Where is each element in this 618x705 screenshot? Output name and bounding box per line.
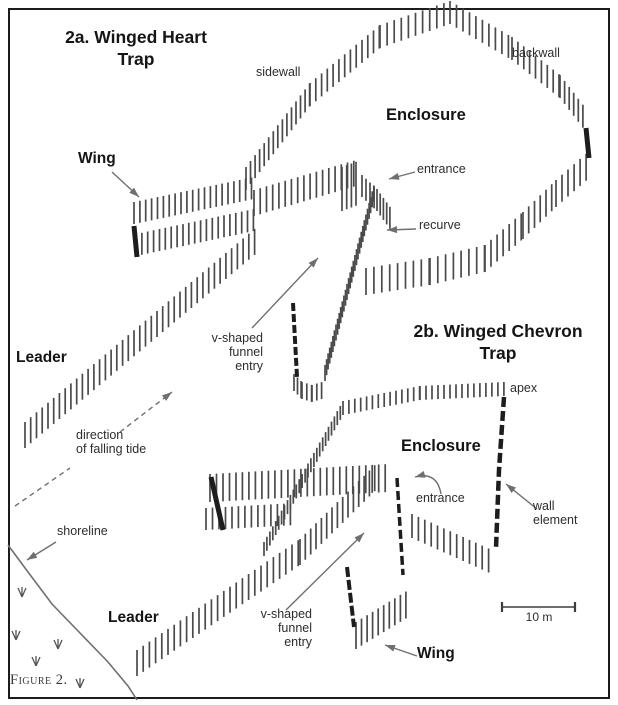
- bar-apex-right-wall-2b: [493, 396, 507, 549]
- wall-element-arrow-head: [506, 484, 516, 494]
- shoreline-arrow-head: [27, 551, 38, 560]
- wall-funnel-hook-2a: [293, 374, 323, 402]
- entrance-2a-arrow-head: [389, 173, 400, 180]
- bar-funnel-left-arm-2a: [291, 302, 299, 378]
- wall-bottom-wall-2b: [411, 514, 490, 573]
- shoreline-curve: [7, 544, 138, 701]
- marsh-grass-mark: [53, 639, 63, 650]
- label-entrance-2a: entrance: [417, 162, 466, 176]
- label-leader-2a: Leader: [16, 349, 67, 366]
- label-wing-2b: Wing: [417, 645, 455, 662]
- label-sidewall: sidewall: [256, 65, 301, 79]
- figure-border: [8, 8, 610, 699]
- wall-leader-2a: [24, 228, 256, 448]
- bar-entrance-bar-2b: [395, 477, 405, 576]
- entrance-2b-arrow-head: [415, 470, 426, 478]
- marsh-grass-mark: [75, 678, 85, 689]
- label-wing-2a: Wing: [78, 150, 116, 167]
- tide-dash-segment: [14, 467, 71, 507]
- label-backwall: backwall: [512, 46, 560, 60]
- label-enclosure-2a: Enclosure: [386, 106, 466, 124]
- panel-title-2a: 2a. Winged Heart Trap: [65, 27, 207, 69]
- wall-recurve-wall-2a: [361, 175, 391, 229]
- label-vfunnel-2b: v-shaped funnel entry: [260, 607, 312, 649]
- wall-lower-left-wall-2b: [205, 503, 292, 530]
- figure-caption: Figure 2.: [10, 672, 68, 688]
- wall-lower-sweep-2a: [365, 153, 587, 295]
- tide-arrow: [119, 391, 173, 433]
- wall-entrance-post-2a: [341, 161, 357, 211]
- label-entrance-2b: entrance: [416, 491, 465, 505]
- label-wall-element: wall element: [533, 499, 578, 527]
- label-vfunnel-2a: v-shaped funnel entry: [211, 331, 263, 373]
- label-leader-2b: Leader: [108, 609, 159, 626]
- vfunnel-2a-arrow: [251, 257, 319, 329]
- wall-wing-2a-upper: [133, 177, 253, 224]
- vfunnel-2b-arrow: [285, 532, 365, 611]
- label-shoreline: shoreline: [57, 524, 108, 538]
- vfunnel-2b-arrow-head: [354, 533, 364, 543]
- wall-wing-2a-lower: [135, 209, 255, 256]
- wall-sidewall-backwall-2a: [245, 1, 584, 190]
- marsh-grass-mark: [11, 630, 21, 641]
- bar-wing-cap-2b: [345, 566, 356, 628]
- wall-wing-2b: [355, 591, 407, 649]
- bar-backwall-end-bar: [583, 127, 592, 159]
- wall-wall-to-entrance-2a: [253, 160, 355, 216]
- wall-funnel-right-arm-2a: [324, 185, 375, 381]
- bar-wing-cap-2a: [131, 225, 140, 258]
- wall-leader-funnel-2b: [136, 465, 376, 676]
- scale-bar-label: 10 m: [525, 610, 553, 624]
- wall-upper-left-wall-2b: [209, 464, 387, 502]
- label-apex: apex: [510, 381, 538, 395]
- panel-title-2b: 2b. Winged Chevron Trap: [413, 321, 583, 363]
- label-enclosure-2b: Enclosure: [401, 437, 481, 455]
- label-falling-tide: direction of falling tide: [76, 428, 147, 456]
- recurve-arrow-head: [387, 226, 398, 234]
- marsh-grass-mark: [17, 587, 27, 598]
- vfunnel-2a-arrow-head: [308, 258, 318, 268]
- marsh-grass-mark: [31, 656, 41, 667]
- bar-left-cap-2b: [208, 476, 226, 531]
- wing-2b-arrow-head: [385, 644, 396, 652]
- label-recurve: recurve: [419, 218, 461, 232]
- wing-2a-arrow-head: [129, 187, 139, 197]
- tide-arrow-head: [161, 392, 172, 401]
- wall-top-wall-2b: [263, 382, 505, 556]
